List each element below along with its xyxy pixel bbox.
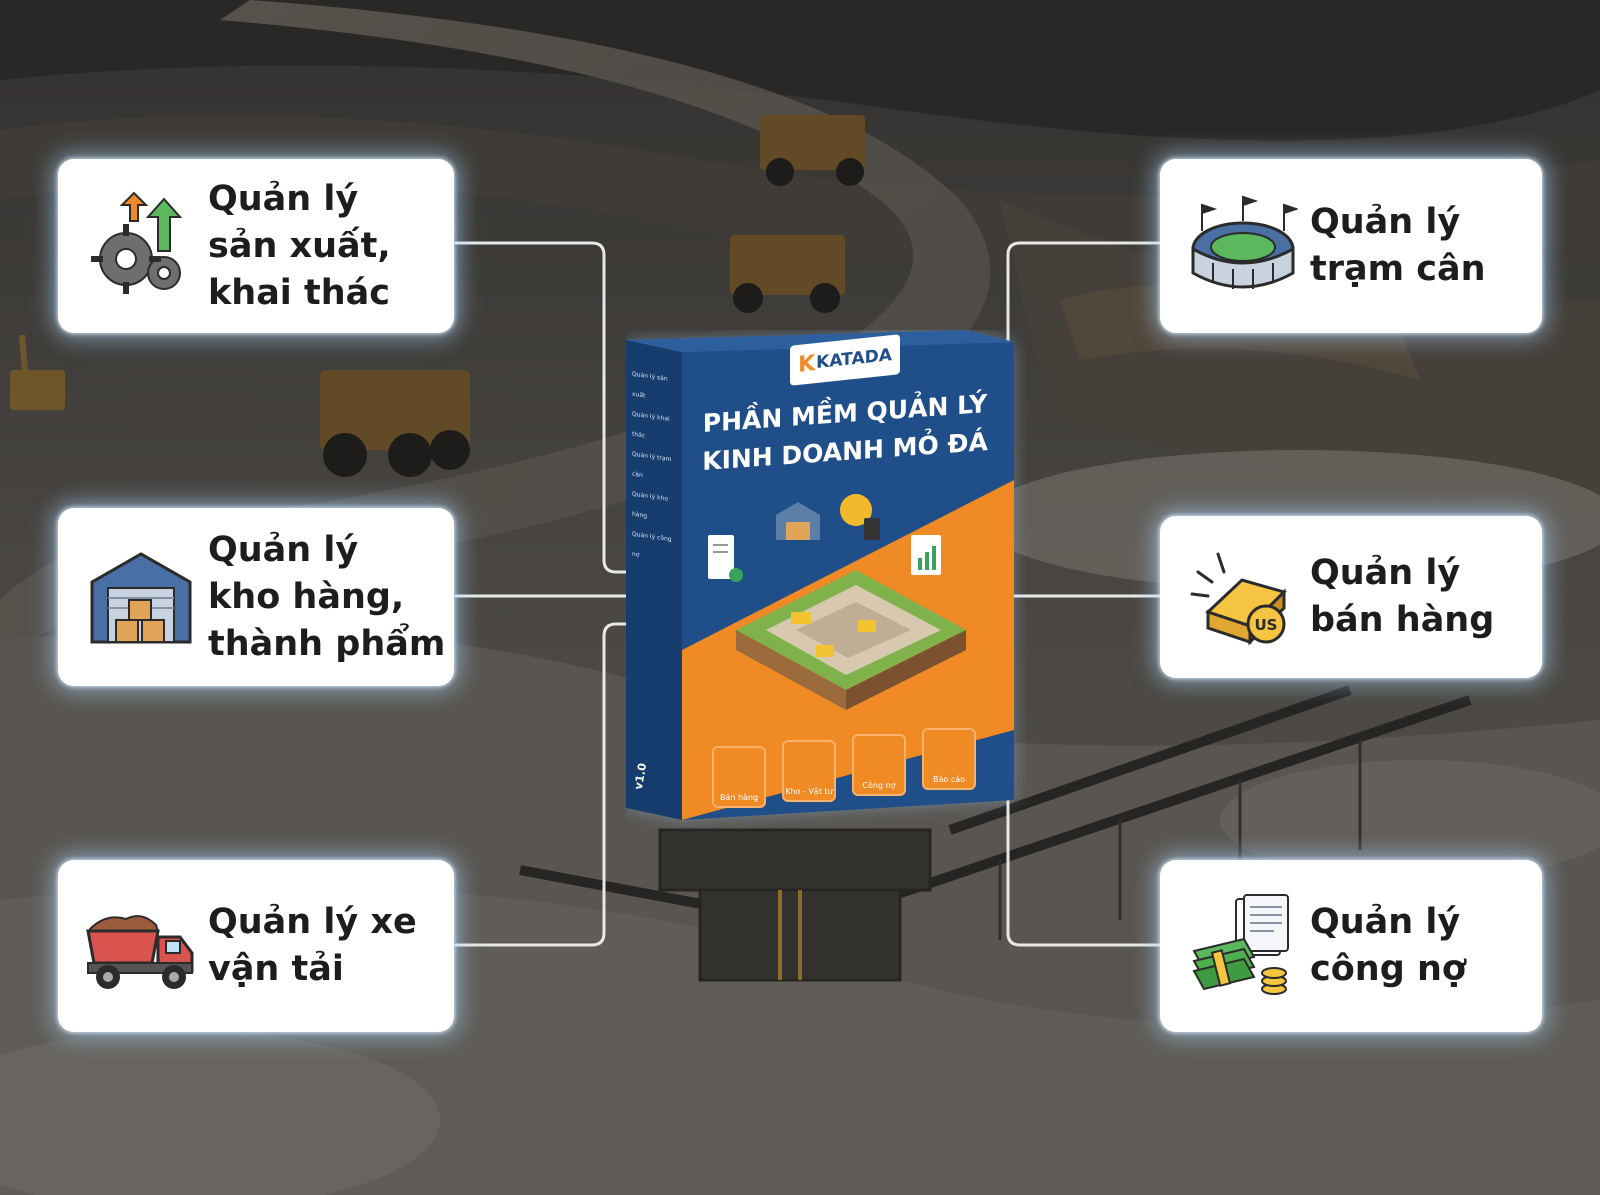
report-mini-icon: [911, 535, 941, 575]
side-list-item: Quản lý khai thác: [632, 410, 670, 440]
money-documents-icon: [1192, 894, 1289, 995]
warehouse-icon: [90, 552, 192, 644]
box-side-face: [626, 340, 682, 820]
gears-arrows-icon: [91, 191, 183, 294]
box-side-list: Quản lý sản xuất Quản lý khai thác Quản …: [632, 365, 680, 572]
feature-card-debt: Quản lý công nợ: [1160, 860, 1542, 1032]
feature-card-transport: Quản lý xe vận tải: [58, 860, 454, 1032]
side-list-item: Quản lý trạm cân: [632, 450, 672, 480]
tile-inventory: Kho - Vật tư: [782, 740, 836, 802]
feature-card-production: Quản lý sản xuất, khai thác: [58, 159, 454, 333]
svg-text:US: US: [1255, 616, 1278, 634]
side-list-item: Quản lý kho hàng: [632, 490, 668, 520]
connector-transport: [454, 622, 636, 947]
dump-truck-icon: [86, 915, 194, 989]
side-list-item: Quản lý sản xuất: [632, 370, 668, 400]
feature-card-sales: US Quản lý bán hàng: [1160, 516, 1542, 678]
feature-label: Quản lý kho hàng, thành phẩm: [208, 529, 446, 664]
tile-report: Báo cáo: [922, 728, 976, 790]
feature-label: Quản lý xe vận tải: [208, 902, 417, 989]
coin-calculator-icon: [840, 494, 880, 540]
side-list-item: Quản lý công nợ: [632, 530, 672, 559]
tile-sales: Bán hàng: [712, 746, 766, 808]
feature-label: Quản lý công nợ: [1310, 902, 1466, 989]
gold-bar-icon: US: [1190, 552, 1287, 646]
product-box: [626, 330, 1014, 820]
feature-label: Quản lý bán hàng: [1310, 553, 1495, 640]
feature-label: Quản lý trạm cân: [1310, 202, 1486, 289]
feature-card-weighstation: Quản lý trạm cân: [1160, 159, 1542, 333]
warehouse-mini-icon: [776, 502, 820, 540]
stadium-icon: [1191, 195, 1298, 289]
version-label: v1.0: [631, 762, 650, 791]
connector-production: [454, 241, 636, 574]
feature-label: Quản lý sản xuất, khai thác: [208, 178, 391, 313]
quarry-illustration-icon: [736, 570, 966, 710]
tile-debt: Công nợ: [852, 734, 906, 796]
document-mini-icon: [708, 535, 743, 582]
feature-card-warehouse: Quản lý kho hàng, thành phẩm: [58, 508, 454, 686]
